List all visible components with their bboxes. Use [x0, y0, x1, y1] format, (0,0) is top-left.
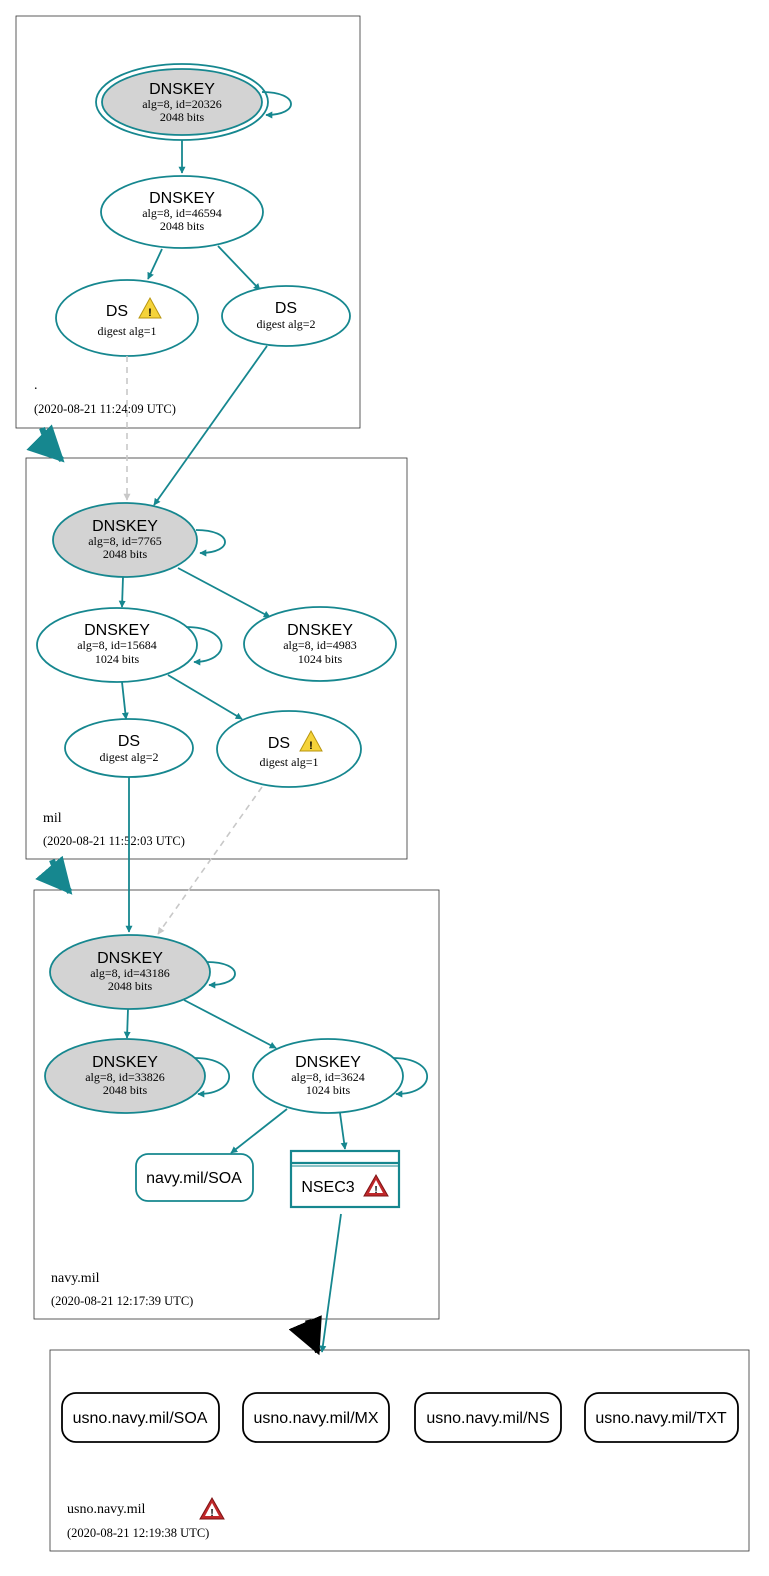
node-title: DNSKEY [97, 950, 163, 967]
svg-text:!: ! [148, 307, 152, 319]
node-title: DNSKEY [149, 190, 215, 207]
mil-ksk-node[interactable]: DNSKEY alg=8, id=7765 2048 bits [52, 502, 198, 578]
edge-navy-zsk-soa [230, 1108, 288, 1154]
self-loop-mil-zsk1 [185, 626, 223, 666]
node-line2: 1024 bits [95, 652, 140, 666]
node-title: DNSKEY [92, 518, 158, 535]
record-label: usno.navy.mil/SOA [73, 1410, 208, 1427]
mil-ds2-node[interactable]: DS digest alg=2 [64, 718, 194, 778]
delegation-arrow-mil-navy [35, 855, 73, 895]
edge-nsec3-usno [319, 1213, 342, 1353]
edge-navy-ksk-zsk [183, 999, 277, 1049]
root-ksk-node[interactable]: DNSKEY alg=8, id=20326 2048 bits [95, 63, 269, 141]
zone-timestamp-navy: (2020-08-21 12:17:39 UTC) [51, 1294, 193, 1308]
node-title: DNSKEY [287, 622, 353, 639]
node-title: DS [118, 733, 140, 750]
edge-mil-zsk1-ds1 [167, 674, 243, 720]
zone-timestamp-mil: (2020-08-21 11:52:03 UTC) [43, 834, 185, 848]
zone-timestamp-usno: (2020-08-21 12:19:38 UTC) [67, 1526, 209, 1540]
self-loop-root-ksk [261, 91, 292, 119]
navy-zsk-node[interactable]: DNSKEY alg=8, id=3624 1024 bits [252, 1038, 404, 1114]
delegation-arrow-root-mil [26, 424, 65, 463]
node-line1: alg=8, id=7765 [88, 534, 162, 548]
node-title: DS [275, 300, 297, 317]
edge-mil-ksk-zsk2 [177, 567, 271, 618]
record-label: usno.navy.mil/MX [253, 1410, 378, 1427]
node-line2: 2048 bits [108, 979, 153, 993]
error-icon: ! [363, 1173, 389, 1197]
edge-mil-ksk-zsk1 [118, 576, 126, 608]
node-line1: alg=8, id=20326 [142, 97, 222, 111]
self-loop-mil-ksk [195, 529, 226, 557]
edge-navy-ksk-key2 [123, 1008, 131, 1039]
node-line1: digest alg=2 [256, 317, 315, 331]
record-label: usno.navy.mil/NS [426, 1410, 549, 1427]
node-line2: 1024 bits [306, 1083, 351, 1097]
self-loop-navy-ksk [206, 961, 236, 989]
warning-icon: ! [138, 296, 162, 319]
node-line1: alg=8, id=33826 [85, 1070, 165, 1084]
svg-text:!: ! [309, 740, 313, 752]
svg-text:!: ! [374, 1185, 377, 1196]
root-ds2-node[interactable]: DS digest alg=2 [221, 285, 351, 347]
zone-box-usno [49, 1349, 750, 1552]
node-line1: alg=8, id=15684 [77, 638, 157, 652]
self-loop-navy-zsk [392, 1057, 429, 1098]
edge-mil-ds1-navy-ksk [157, 786, 263, 935]
node-line1: digest alg=1 [97, 324, 156, 338]
navy-key2-node[interactable]: DNSKEY alg=8, id=33826 2048 bits [44, 1038, 206, 1114]
warning-icon: ! [299, 729, 323, 752]
zone-timestamp-root: (2020-08-21 11:24:09 UTC) [34, 402, 176, 416]
edge-root-zsk-ds2 [217, 245, 261, 291]
node-line2: 2048 bits [160, 110, 205, 124]
delegation-arrow-navy-usno [288, 1315, 322, 1356]
error-icon: ! [199, 1496, 225, 1520]
node-label: navy.mil/SOA [146, 1170, 242, 1187]
edge-navy-zsk-nsec3 [339, 1112, 348, 1150]
node-line2: 2048 bits [103, 1083, 148, 1097]
node-label: NSEC3 [301, 1179, 354, 1196]
edge-mil-zsk1-ds2 [121, 681, 129, 720]
root-ds1-node[interactable]: DS digest alg=1 ! [55, 279, 199, 357]
node-title: DNSKEY [84, 622, 150, 639]
edge-root-zsk-ds1 [147, 248, 163, 280]
zone-name-root: . [34, 378, 38, 393]
mil-zsk2-node[interactable]: DNSKEY alg=8, id=4983 1024 bits [243, 606, 397, 682]
node-line2: 2048 bits [160, 219, 205, 233]
usno-txt-record[interactable]: usno.navy.mil/TXT [584, 1392, 739, 1443]
svg-text:!: ! [210, 1508, 213, 1519]
root-zsk-node[interactable]: DNSKEY alg=8, id=46594 2048 bits [100, 175, 264, 249]
usno-mx-record[interactable]: usno.navy.mil/MX [242, 1392, 390, 1443]
usno-ns-record[interactable]: usno.navy.mil/NS [414, 1392, 562, 1443]
node-line1: alg=8, id=3624 [291, 1070, 365, 1084]
navy-ksk-node[interactable]: DNSKEY alg=8, id=43186 2048 bits [49, 934, 211, 1010]
node-line1: alg=8, id=4983 [283, 638, 357, 652]
node-title: DS [106, 303, 128, 320]
node-line1: digest alg=1 [259, 755, 318, 769]
usno-soa-record[interactable]: usno.navy.mil/SOA [61, 1392, 220, 1443]
node-line2: 2048 bits [103, 547, 148, 561]
mil-ds1-node[interactable]: DS digest alg=1 ! [216, 710, 362, 788]
zone-name-mil: mil [43, 811, 62, 826]
node-line1: alg=8, id=46594 [142, 206, 222, 220]
zone-name-usno: usno.navy.mil [67, 1502, 146, 1517]
node-title: DNSKEY [295, 1054, 361, 1071]
navy-nsec3-node[interactable]: NSEC3 ! [289, 1149, 401, 1209]
node-line1: digest alg=2 [99, 750, 158, 764]
zone-name-navy: navy.mil [51, 1271, 100, 1286]
node-line2: 1024 bits [298, 652, 343, 666]
node-title: DS [268, 735, 290, 752]
node-title: DNSKEY [92, 1054, 158, 1071]
node-title: DNSKEY [149, 81, 215, 98]
node-line1: alg=8, id=43186 [90, 966, 170, 980]
edge-root-ds2-mil-ksk [153, 345, 268, 506]
record-label: usno.navy.mil/TXT [595, 1410, 727, 1427]
mil-zsk1-node[interactable]: DNSKEY alg=8, id=15684 1024 bits [36, 607, 198, 683]
self-loop-navy-key2 [194, 1057, 231, 1098]
navy-soa-node[interactable]: navy.mil/SOA [135, 1153, 254, 1202]
